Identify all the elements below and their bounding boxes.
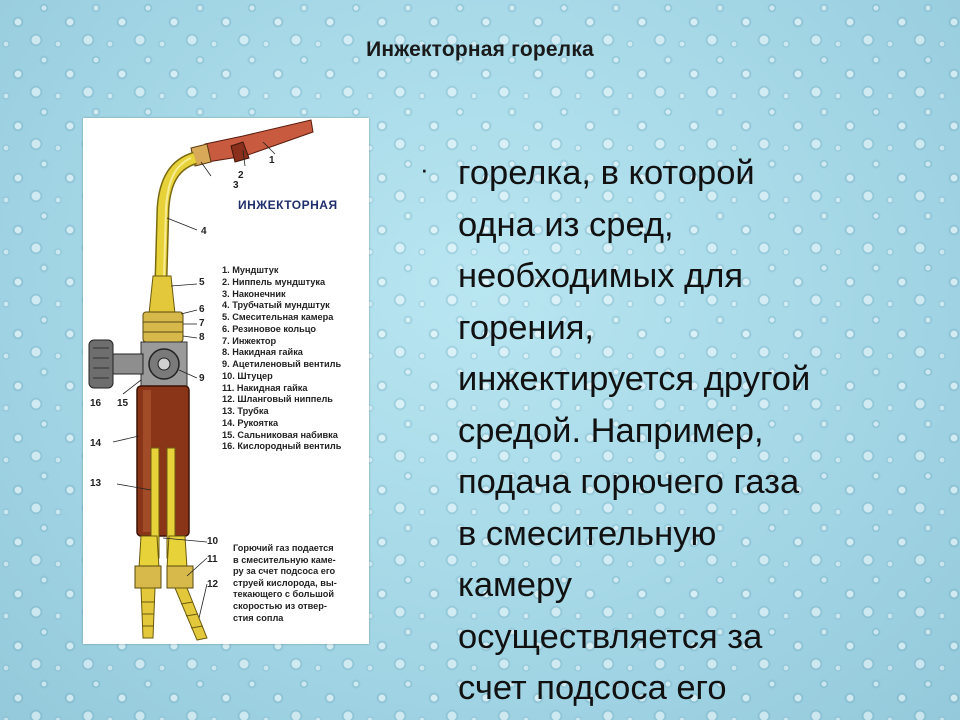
legend-item: 11. Накидная гайка <box>222 382 308 393</box>
text-line: необходимых для <box>458 257 744 295</box>
legend-item: 8. Накидная гайка <box>222 347 303 358</box>
callout-10: 10 <box>207 536 219 547</box>
note-line: Горючий газ подается <box>233 543 334 553</box>
legend-item: 7. Инжектор <box>222 335 277 346</box>
legend-item: 14. Рукоятка <box>222 417 279 428</box>
callout-13: 13 <box>90 478 102 489</box>
legend-item: 5. Смесительная камера <box>222 312 334 322</box>
note-line: скоростью из отвер- <box>233 600 327 611</box>
text-line: одна из сред, <box>458 205 674 244</box>
torch-diagram: ИНЖЕКТОРНАЯ 3 2 1 4 5 6 7 8 9 16 15 14 1… <box>83 118 369 644</box>
text-line: счет подсоса его <box>458 669 727 707</box>
callout-3: 3 <box>233 180 239 191</box>
oxygen-valve-stem <box>112 353 144 375</box>
text-line: инжектируется другой <box>458 360 811 398</box>
oxygen-valve-knob <box>88 339 114 389</box>
text-line: осуществляется за <box>458 617 763 656</box>
callout-15: 15 <box>117 398 129 409</box>
legend-item: 3. Наконечник <box>222 288 286 299</box>
legend-item: 9. Ацетиленовый вентиль <box>222 359 342 369</box>
callout-11: 11 <box>207 554 218 565</box>
tube-highlight <box>163 157 192 277</box>
slide-title: Инжекторная горелка <box>366 38 594 61</box>
callout-7: 7 <box>199 318 205 329</box>
legend-item: 1. Мундштук <box>222 265 279 275</box>
callout-12: 12 <box>207 579 219 590</box>
bullet-marker: · <box>420 154 429 184</box>
callout-1: 1 <box>269 155 275 166</box>
legend-item: 13. Трубка <box>222 406 269 416</box>
hose-nipple-left <box>140 587 156 639</box>
legend-item: 16. Кислородный вентиль <box>222 441 342 452</box>
torch-drawing <box>88 119 314 641</box>
callout-2: 2 <box>238 170 244 181</box>
legend-item: 2. Ниппель мундштука <box>222 276 326 287</box>
legend-item: 12. Шланговый ниппель <box>222 394 333 405</box>
curved-tube <box>156 153 197 279</box>
note-line: ру за счет подсоса его <box>233 566 336 577</box>
callout-8: 8 <box>199 332 205 343</box>
legend-item: 10. Штуцер <box>222 370 273 381</box>
mixing-chamber <box>148 275 176 315</box>
hose-nipple-right <box>174 587 208 641</box>
text-line: подача горючего газа <box>458 463 800 501</box>
leader-lines <box>112 141 276 619</box>
diagram-heading: ИНЖЕКТОРНАЯ <box>238 198 338 212</box>
callout-14: 14 <box>90 438 102 449</box>
note-line: в смесительную каме- <box>233 554 336 565</box>
callout-16: 16 <box>90 398 102 409</box>
callout-4: 4 <box>201 226 207 237</box>
nozzle-nipple <box>230 141 250 163</box>
diagram-note: Горючий газ подается в смесительную каме… <box>233 543 365 624</box>
note-line: стия сопла <box>233 612 284 623</box>
legend-item: 4. Трубчатый мундштук <box>222 300 330 311</box>
text-line: средой. Например, <box>458 411 764 450</box>
callout-5: 5 <box>199 277 205 288</box>
note-line: струей кислорода, вы- <box>233 577 337 588</box>
parts-legend: 1. Мундштук 2. Ниппель мундштука 3. Нако… <box>222 265 341 453</box>
union-nut-right <box>166 565 194 589</box>
nozzle-tip <box>204 119 314 163</box>
injector-nut <box>142 311 184 343</box>
callout-6: 6 <box>199 304 205 315</box>
definition-text: горелка, в которой одна из сред, необход… <box>458 148 810 715</box>
legend-item: 6. Резиновое кольцо <box>222 323 317 334</box>
union-nut-left <box>134 565 162 589</box>
legend-item: 15. Сальниковая набивка <box>222 429 338 440</box>
text-line: камеру <box>458 566 572 604</box>
text-line: горелка, в которой <box>458 154 755 192</box>
text-line: горения, <box>458 308 594 347</box>
callout-9: 9 <box>199 373 205 384</box>
note-line: текающего с большой <box>233 589 335 600</box>
text-line: в смесительную <box>458 514 717 553</box>
